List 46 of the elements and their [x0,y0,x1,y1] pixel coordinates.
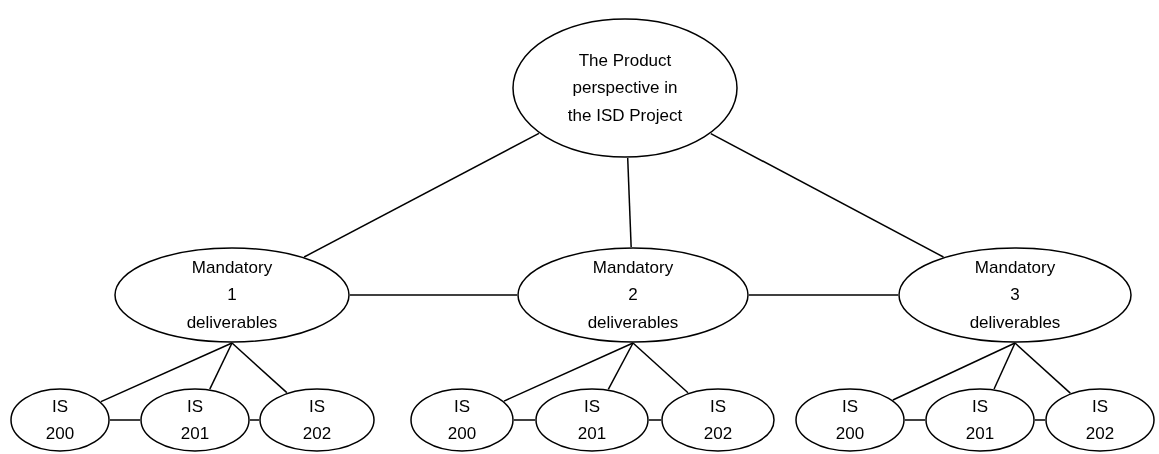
node-label: IS 200 [835,395,865,445]
connector-line [892,342,1016,401]
connector-line [231,342,288,394]
ellipse-node [512,18,738,158]
connector-line [303,132,540,258]
node-label: IS 200 [447,395,477,445]
connector-line [249,419,260,421]
ellipse-node [410,388,514,452]
ellipse-node [259,388,375,452]
node-label: IS 201 [180,395,210,445]
node-label: IS 201 [965,395,995,445]
connector-line [1034,419,1046,421]
connector-line [607,342,634,391]
connector-line [209,342,233,390]
connector-line [748,294,899,296]
node-label: IS 200 [45,395,75,445]
ellipse-node [535,388,649,452]
connector-line [513,419,536,421]
ellipse-node [795,388,905,452]
node-label: IS 202 [1085,395,1115,445]
connector-line [503,342,634,402]
ellipse-node [10,388,110,452]
ellipse-node [1045,388,1155,452]
node-label: Mandatory 1 deliverables [186,257,278,334]
ellipse-node [114,247,350,343]
connector-line [710,132,945,258]
connector-line [632,342,689,394]
ellipse-node [517,247,749,343]
node-label: Mandatory 3 deliverables [969,257,1061,334]
ellipse-node [925,388,1035,452]
connector-line [904,419,926,421]
ellipse-node [898,247,1132,343]
connector-line [626,157,632,248]
connector-line [993,342,1016,390]
connector-line [100,342,233,403]
node-label: IS 202 [703,395,733,445]
ellipse-node [140,388,250,452]
node-label: IS 202 [302,395,332,445]
node-label: IS 201 [577,395,607,445]
connector-line [109,419,141,421]
node-label: Mandatory 2 deliverables [587,257,679,334]
node-label: The Product perspective in the ISD Project [566,50,684,127]
connector-line [648,419,662,421]
ellipse-node [661,388,775,452]
connector-line [349,294,518,296]
connector-line [1014,342,1072,394]
